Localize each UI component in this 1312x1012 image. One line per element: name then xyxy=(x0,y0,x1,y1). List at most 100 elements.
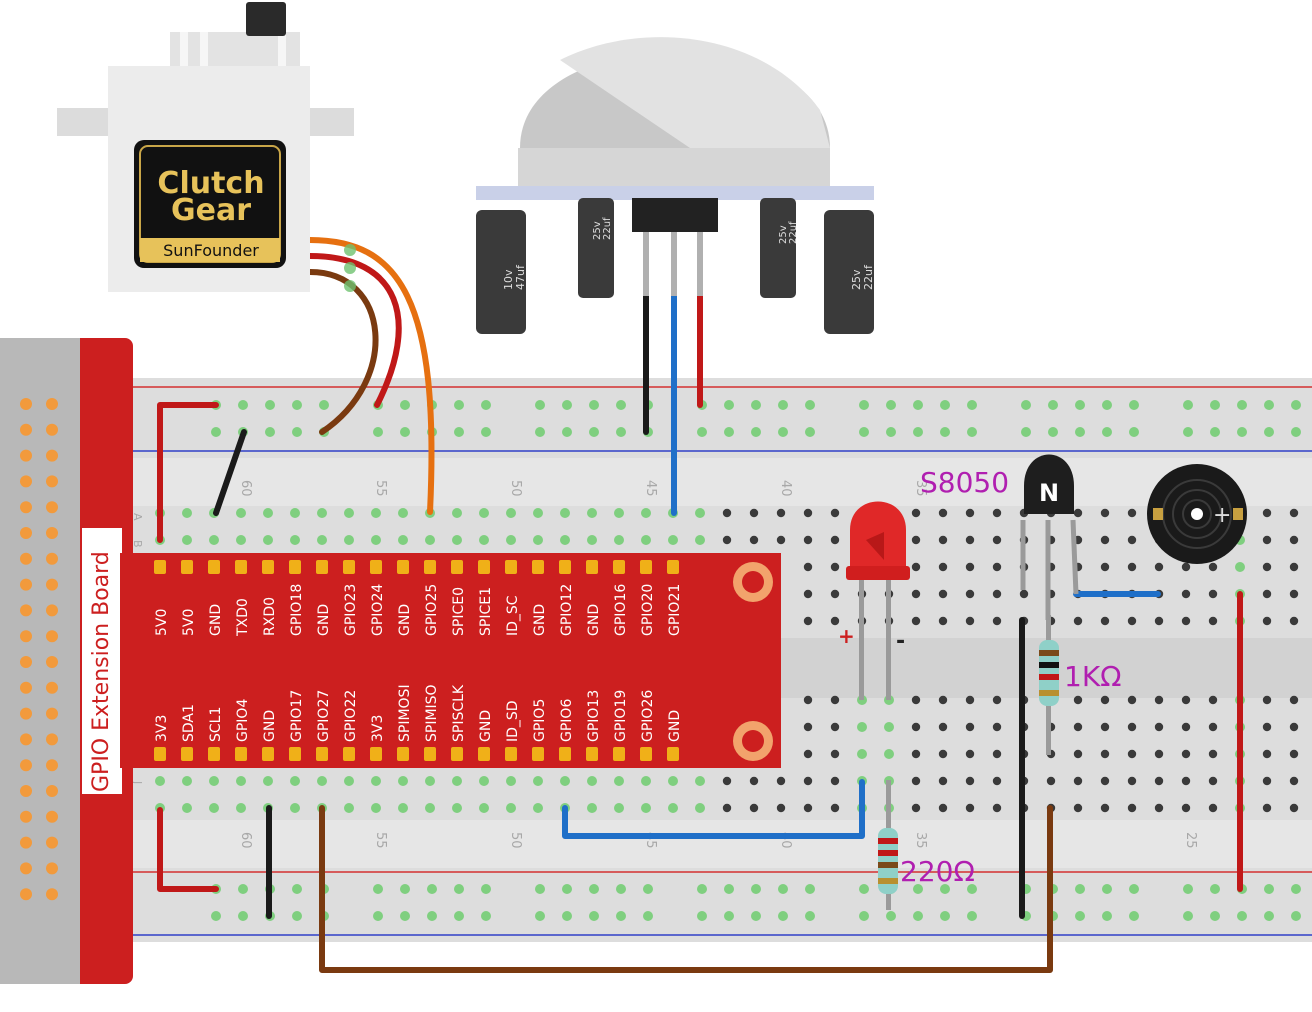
breadboard-hole xyxy=(452,508,462,518)
breadboard-hole xyxy=(506,508,516,518)
rail-hole xyxy=(913,427,923,437)
rail-hole xyxy=(1183,427,1193,437)
breadboard-hole xyxy=(1154,776,1164,786)
bottom-pin-label: GPIO22 xyxy=(343,690,359,742)
breadboard-hole xyxy=(911,562,921,572)
top-pin-label: SPICE1 xyxy=(478,587,494,636)
pin-pad xyxy=(370,747,382,761)
rail-hole xyxy=(535,911,545,921)
breadboard-hole xyxy=(1100,616,1110,626)
column-number: 35 xyxy=(913,480,928,497)
servo-motor: Clutch Gear SunFounder xyxy=(57,2,354,292)
breadboard-hole xyxy=(1073,616,1083,626)
breadboard-hole xyxy=(371,508,381,518)
servo-rib xyxy=(278,32,286,68)
cap-value: 47uf xyxy=(514,264,527,290)
pin-pad xyxy=(532,747,544,761)
pin-pad xyxy=(532,560,544,574)
breadboard-hole xyxy=(1289,508,1299,518)
header-pin xyxy=(20,656,32,668)
breadboard-hole xyxy=(992,616,1002,626)
resistor-band xyxy=(878,850,898,856)
rail-hole xyxy=(481,400,491,410)
rail-hole xyxy=(535,400,545,410)
breadboard-hole xyxy=(290,535,300,545)
breadboard-hole xyxy=(1181,589,1191,599)
breadboard-hole xyxy=(1073,749,1083,759)
rail-hole xyxy=(589,427,599,437)
cap-voltage: 25v xyxy=(778,225,789,244)
rail-hole xyxy=(1075,884,1085,894)
pin-pad xyxy=(478,560,490,574)
rail-hole xyxy=(778,427,788,437)
rail-hole xyxy=(805,427,815,437)
header-pin xyxy=(46,552,58,565)
breadboard-hole xyxy=(1181,695,1191,705)
header-pin xyxy=(46,527,58,539)
rail-hole xyxy=(1102,400,1112,410)
breadboard-hole xyxy=(803,616,813,626)
pir-dome-base xyxy=(518,148,830,188)
breadboard-hole xyxy=(533,508,543,518)
breadboard-hole xyxy=(1100,562,1110,572)
breadboard-hole xyxy=(587,776,597,786)
bottom-pin-label: SDA1 xyxy=(181,704,197,742)
rail-hole xyxy=(589,400,599,410)
rail-hole xyxy=(616,884,626,894)
breadboard-hole xyxy=(1262,589,1272,599)
top-pin-label: GND xyxy=(208,604,224,636)
rail-hole xyxy=(1210,884,1220,894)
rail-hole xyxy=(1183,884,1193,894)
breadboard-hole xyxy=(911,589,921,599)
breadboard-hole xyxy=(209,535,219,545)
breadboard-hole xyxy=(614,776,624,786)
top-pin-label: GND xyxy=(397,604,413,636)
bottom-pin-label: GND xyxy=(262,710,278,742)
breadboard-hole xyxy=(668,776,678,786)
rail-hole xyxy=(805,884,815,894)
rail-hole xyxy=(616,400,626,410)
breadboard-hole xyxy=(938,562,948,572)
breadboard-hole xyxy=(857,722,867,732)
board-title-box xyxy=(82,528,122,794)
rail-hole xyxy=(562,400,572,410)
header-pin xyxy=(20,785,32,797)
bottom-pin-label: SCL1 xyxy=(208,707,224,742)
breadboard-hole xyxy=(911,803,921,813)
header-pin xyxy=(46,759,58,772)
breadboard-hole xyxy=(614,508,624,518)
breadboard-hole xyxy=(1100,695,1110,705)
breadboard-hole xyxy=(1154,616,1164,626)
breadboard-hole xyxy=(965,776,975,786)
rail-hole xyxy=(535,427,545,437)
header-pin xyxy=(20,578,32,591)
breadboard-hole xyxy=(398,508,408,518)
resistor-band xyxy=(1039,650,1059,656)
top-pin-label: GPIO24 xyxy=(370,584,386,636)
rail-hole xyxy=(454,911,464,921)
breadboard-hole xyxy=(182,535,192,545)
wire-servo-vcc xyxy=(307,253,402,408)
rail-hole xyxy=(886,911,896,921)
breadboard-hole xyxy=(803,508,813,518)
breadboard-hole xyxy=(263,776,273,786)
breadboard-hole xyxy=(182,776,192,786)
breadboard-hole xyxy=(1181,722,1191,732)
header-pin xyxy=(20,398,32,410)
transistor-label: S8050 xyxy=(920,466,1009,499)
breadboard-hole xyxy=(236,535,246,545)
pin-pad xyxy=(289,560,301,574)
mount-hole-bottom-inner xyxy=(742,730,764,752)
column-number: 55 xyxy=(373,480,388,497)
servo-wire-joint xyxy=(344,262,356,274)
rail-hole xyxy=(886,427,896,437)
rail-hole xyxy=(1129,427,1139,437)
rail-hole xyxy=(805,911,815,921)
breadboard-hole xyxy=(587,508,597,518)
breadboard-hole xyxy=(560,535,570,545)
breadboard-hole xyxy=(965,562,975,572)
breadboard-hole xyxy=(425,776,435,786)
header-pin xyxy=(46,733,58,746)
breadboard-hole xyxy=(965,589,975,599)
rail-hole xyxy=(805,400,815,410)
